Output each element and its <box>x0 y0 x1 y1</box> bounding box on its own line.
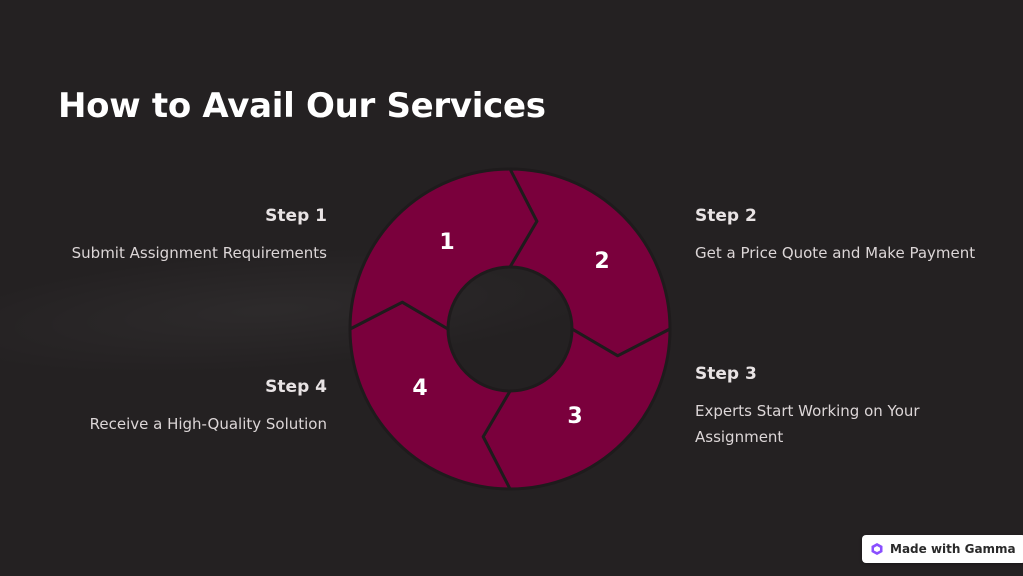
step-3-heading: Step 3 <box>695 364 757 384</box>
segment-1-number: 1 <box>439 230 454 255</box>
segment-2-number: 2 <box>594 249 609 274</box>
ring-segment-3 <box>348 300 512 491</box>
step-3-text: Experts Start Working on Your Assignment <box>695 402 920 446</box>
step-2-text: Get a Price Quote and Make Payment <box>695 244 976 262</box>
step-2-heading: Step 2 <box>695 206 757 226</box>
step-3: Step 3 Experts Start Working on Your Ass… <box>695 364 955 450</box>
step-1-text: Submit Assignment Requirements <box>71 244 327 262</box>
segment-4-number: 4 <box>412 376 427 401</box>
gamma-logo-icon <box>871 543 883 555</box>
ring-segment-1 <box>508 167 672 358</box>
page-title: How to Avail Our Services <box>58 86 546 126</box>
badge-label: Made with Gamma <box>890 542 1016 556</box>
process-cycle-diagram: 1 2 3 4 <box>348 167 672 491</box>
segment-3-number: 3 <box>567 404 582 429</box>
step-1: Step 1 Submit Assignment Requirements <box>47 206 327 266</box>
step-4-text: Receive a High-Quality Solution <box>89 415 327 433</box>
step-4: Step 4 Receive a High-Quality Solution <box>47 377 327 437</box>
ring-segment-2 <box>481 327 672 491</box>
made-with-gamma-badge[interactable]: Made with Gamma <box>862 535 1023 563</box>
step-2: Step 2 Get a Price Quote and Make Paymen… <box>695 206 995 266</box>
step-1-heading: Step 1 <box>265 206 327 226</box>
ring-segment-4 <box>348 167 539 331</box>
step-4-heading: Step 4 <box>265 377 327 397</box>
